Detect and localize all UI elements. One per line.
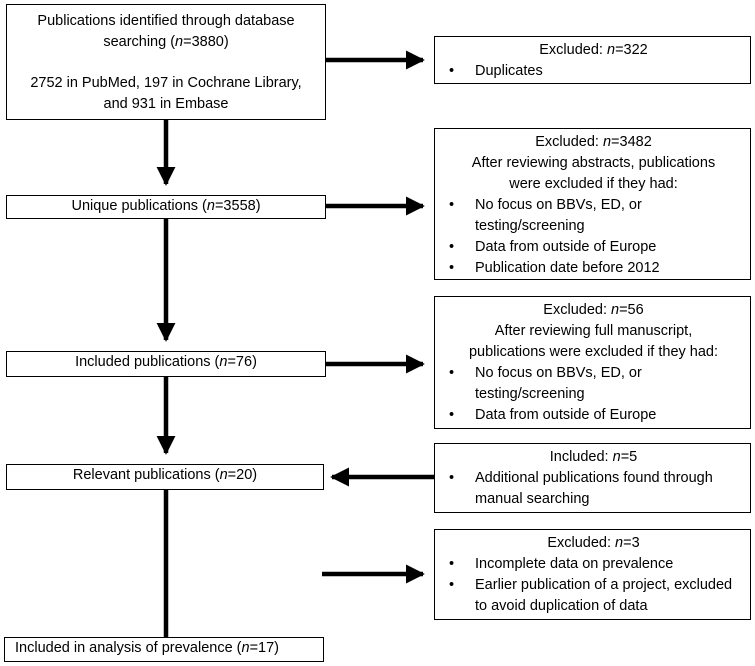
included-n: n [219,354,228,370]
excluded4-box: Excluded: n=3 Incomplete data on prevale… [434,529,751,620]
relevant-n: n [219,467,228,483]
included2-title-post: =5 [620,449,638,465]
excluded2-bullet: Publication date before 2012 [445,258,742,279]
final-pre: Included in analysis of prevalence ( [15,640,242,656]
excluded3-box: Excluded: n=56 After reviewing full manu… [434,296,751,429]
excluded2-title: Excluded: n=3482 [445,132,742,153]
excluded2-bullet: No focus on BBVs, ED, or testing/screeni… [445,195,742,237]
identified-line2-n: n [175,34,184,50]
excluded1-title-n: n [606,42,616,58]
identified-box: Publications identified through database… [6,4,326,120]
identified-line2-post: =3880) [183,34,229,50]
included2-title-pre: Included: [549,449,613,465]
excluded3-title: Excluded: n=56 [445,300,742,321]
unique-pre: Unique publications ( [71,198,207,214]
excluded2-title-n: n [602,134,612,150]
excluded1-box: Excluded: n=322 Duplicates [434,36,751,84]
excluded2-intro2: were excluded if they had: [509,176,678,192]
excluded2-bullet: Data from outside of Europe [445,237,742,258]
excluded2-intro1: After reviewing abstracts, publications [471,155,716,171]
relevant-post: =20) [227,467,258,483]
excluded1-title: Excluded: n=322 [445,40,742,61]
relevant-pre: Relevant publications ( [72,467,220,483]
unique-post: =3558) [214,198,261,214]
excluded3-intro1: After reviewing full manuscript, [494,323,693,339]
excluded4-title-pre: Excluded: [547,535,616,551]
excluded3-bullet: No focus on BBVs, ED, or testing/screeni… [445,363,742,405]
final-box: Included in analysis of prevalence (n=17… [4,637,324,662]
identified-line2: searching (n=3880) [7,32,325,53]
excluded4-title-post: =3 [623,535,640,551]
final-post: =17) [249,640,280,656]
final-n: n [241,640,250,656]
identified-line2-pre: searching ( [103,34,176,50]
included2-title: Included: n=5 [445,447,742,468]
identified-line1: Publications identified through database [37,13,295,29]
unique-n: n [206,198,215,214]
excluded1-bullet: Duplicates [445,61,742,82]
excluded3-intro2: publications were excluded if they had: [468,344,719,360]
excluded2-title-post: =3482 [611,134,652,150]
included-post: =76) [227,354,257,370]
excluded2-box: Excluded: n=3482 After reviewing abstrac… [434,128,751,280]
relevant-box: Relevant publications (n=20) [6,464,324,490]
excluded3-title-n: n [611,302,620,318]
excluded3-bullet: Data from outside of Europe [445,405,742,426]
excluded4-bullet: Earlier publication of a project, exclud… [445,575,742,617]
excluded4-title-n: n [615,535,624,551]
included2-title-n: n [612,449,621,465]
identified-line4: and 931 in Embase [103,96,229,112]
excluded2-title-pre: Excluded: [535,134,603,150]
excluded1-title-pre: Excluded: [539,42,607,58]
excluded3-title-pre: Excluded: [543,302,612,318]
excluded3-title-post: =56 [619,302,644,318]
included-box: Included publications (n=76) [6,351,326,377]
included2-bullet: Additional publications found through ma… [445,468,742,510]
unique-box: Unique publications (n=3558) [6,195,326,219]
included-pre: Included publications ( [75,354,220,370]
excluded1-title-post: =322 [615,42,648,58]
excluded4-bullet: Incomplete data on prevalence [445,554,742,575]
excluded4-title: Excluded: n=3 [445,533,742,554]
included2-box: Included: n=5 Additional publications fo… [434,443,751,513]
identified-line3: 2752 in PubMed, 197 in Cochrane Library, [30,75,302,91]
